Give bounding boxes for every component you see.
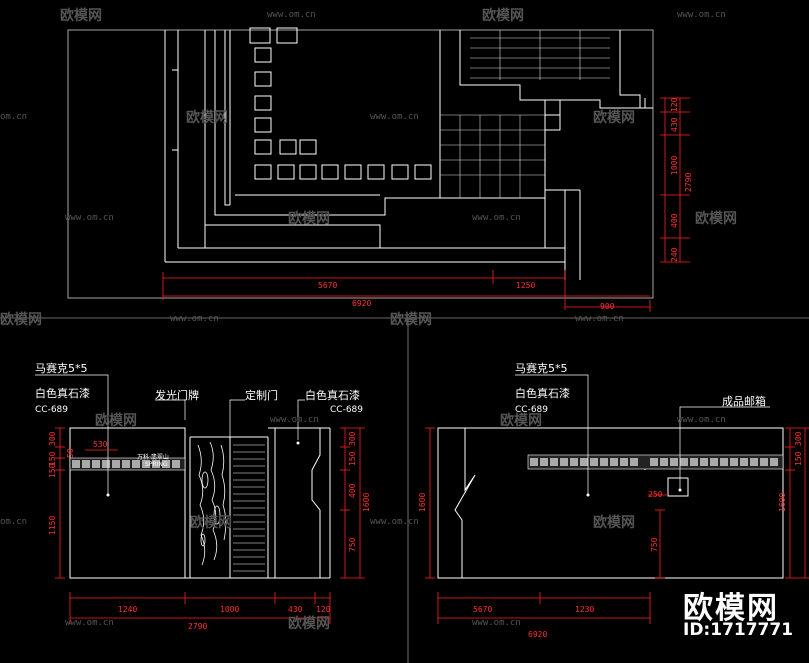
right-dim-1600: 1600 — [778, 492, 787, 512]
watermark-url: www.om.cn — [677, 415, 726, 425]
left-dim-1150: 1150 — [48, 515, 57, 535]
left-elevation-linework — [69, 427, 331, 579]
watermark-brand: 欧模网 — [60, 8, 102, 24]
left-dim-1000: 1000 — [220, 605, 240, 614]
left-dim-50: 50 — [66, 448, 75, 458]
watermark-url: www.om.cn — [65, 618, 114, 628]
watermark-url: www.om.cn — [472, 213, 521, 223]
watermark-brand: 欧模网 — [0, 312, 42, 328]
left-dim-300: 300 — [348, 431, 357, 446]
label-white-stone-paint: 白色真石漆 — [35, 387, 90, 400]
watermark-url: om.cn — [0, 517, 28, 527]
plan-frame — [67, 29, 654, 299]
watermark-brand: 欧模网 — [390, 312, 432, 328]
watermark-url: www.om.cn — [65, 213, 114, 223]
left-dim-530: 530 — [93, 440, 108, 449]
custom-door-slats — [233, 444, 265, 572]
watermark-url: www.om.cn — [677, 10, 726, 20]
right-mosaic-strip — [527, 454, 784, 470]
label-white-stone-paint: 白色真石漆 — [515, 387, 570, 400]
left-dim-1240: 1240 — [118, 605, 138, 614]
left-dim-300: 300 — [48, 431, 57, 446]
left-dim-750: 750 — [348, 537, 357, 552]
left-dim-400: 400 — [348, 483, 357, 498]
watermark-brand: 欧模网 — [95, 413, 137, 429]
plan-dim-2790: 2790 — [684, 172, 693, 192]
watermark-url: www.om.cn — [270, 415, 319, 425]
label-custom-door: 定制门 — [245, 389, 278, 402]
left-elevation-dimensions — [55, 427, 365, 624]
watermark-url: www.om.cn — [170, 314, 219, 324]
left-dim-2790: 2790 — [188, 622, 208, 631]
door-plate-text: 万科·翡翠山 — [137, 454, 169, 461]
watermark-url: www.om.cn — [472, 618, 521, 628]
right-dim-250: 250 — [648, 490, 663, 499]
watermark-brand: 欧模网 — [288, 616, 330, 632]
right-dim-750: 750 — [650, 537, 659, 552]
watermark-brand: 欧模网 — [593, 515, 635, 531]
left-dim-1600: 1600 — [362, 492, 371, 512]
plan-dim-400: 400 — [670, 213, 679, 228]
watermark-url: www.om.cn — [370, 112, 419, 122]
right-dim-150: 150 — [794, 451, 803, 466]
plan-dim-1250: 1250 — [516, 281, 536, 290]
plan-dim-900: 900 — [600, 302, 615, 311]
left-dim-430: 430 — [288, 605, 303, 614]
right-elevation-dimensions — [425, 427, 809, 624]
watermark-brand: 欧模网 — [482, 8, 524, 24]
watermark-brand: 欧模网 — [190, 515, 232, 531]
glowing-door-sign — [197, 441, 227, 566]
plan-dimension-lines — [162, 97, 690, 312]
watermark-brand: 欧模网 — [593, 110, 635, 126]
label-mosaic: 马赛克5*5 — [515, 362, 568, 375]
door-plate-text: SPRING — [145, 461, 168, 468]
left-mosaic-strip — [69, 457, 186, 471]
watermark-url: om.cn — [0, 112, 28, 122]
label-mailbox: 成品邮箱 — [722, 395, 766, 408]
left-dim-150: 150 — [348, 451, 357, 466]
plan-dim-6920: 6920 — [352, 299, 372, 308]
right-elevation-linework — [437, 427, 784, 579]
label-color-code: CC-689 — [330, 405, 363, 415]
label-color-code: CC-689 — [35, 405, 68, 415]
label-glowing-door-sign: 发光门牌 — [155, 389, 199, 402]
label-color-code: CC-689 — [515, 405, 548, 415]
right-dim-5670: 5670 — [473, 605, 493, 614]
watermark-url: www.om.cn — [575, 314, 624, 324]
watermark-url: www.om.cn — [370, 517, 419, 527]
plan-tiles — [249, 27, 432, 180]
watermark-brand: 欧模网 — [500, 413, 542, 429]
watermark-brand: 欧模网 — [288, 211, 330, 227]
plan-dim-5670: 5670 — [318, 281, 338, 290]
asset-id: ID:1717771 — [683, 620, 794, 640]
brand-logo: 欧模网 — [683, 591, 779, 626]
watermark-brand: 欧模网 — [186, 110, 228, 126]
right-dim-1600: 1600 — [418, 492, 427, 512]
right-dim-300: 300 — [794, 431, 803, 446]
label-white-stone-paint: 白色真石漆 — [305, 389, 360, 402]
left-dim-120: 120 — [316, 605, 331, 614]
leader-mosaic-left — [35, 374, 109, 495]
plan-paving — [440, 114, 545, 198]
watermark-url: www.om.cn — [267, 10, 316, 20]
right-dim-6920: 6920 — [528, 630, 548, 639]
plan-dim-240: 240 — [670, 247, 679, 262]
right-dim-1230: 1230 — [575, 605, 595, 614]
watermark-brand: 欧模网 — [695, 211, 737, 227]
left-dim-150: 150 — [48, 463, 57, 478]
plan-dim-430: 430 — [670, 117, 679, 132]
label-mosaic: 马赛克5*5 — [35, 362, 88, 375]
plan-dim-120: 120 — [670, 97, 679, 112]
plan-dim-1000: 1000 — [670, 155, 679, 175]
